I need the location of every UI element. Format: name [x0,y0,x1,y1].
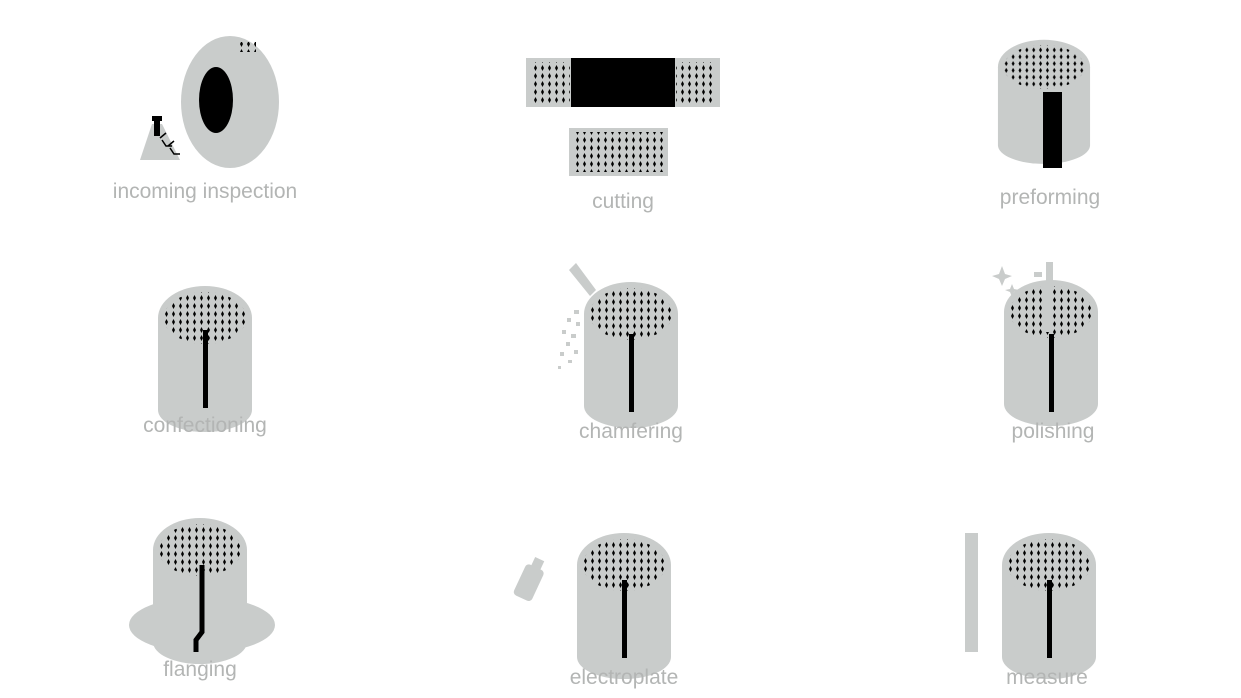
ruler-cylinder-icon [965,533,1096,679]
cylinder-icon [158,286,252,432]
step-electroplate: electroplate [513,533,679,689]
step-label: chamfering [579,420,683,443]
step-polishing: polishing [992,262,1098,443]
wheel-with-flask-icon [140,36,279,168]
cut-sheet-icon [526,58,720,176]
step-cutting: cutting [526,58,720,213]
step-flanging: flanging [129,518,275,681]
step-measure: measure [965,533,1096,689]
step-confectioning: confectioning [143,286,267,437]
step-label: preforming [1000,186,1100,209]
step-label: confectioning [143,414,267,437]
step-label: polishing [1012,420,1095,443]
bottle-cylinder-icon [513,533,671,679]
step-label: flanging [163,658,237,681]
flanged-cylinder-icon [129,518,275,664]
chamfer-tool-cylinder-icon [558,263,678,428]
step-label: measure [1006,666,1088,689]
step-label: cutting [592,190,654,213]
step-chamfering: chamfering [558,263,683,443]
step-preforming: preforming [997,39,1100,209]
polish-sparkle-cylinder-icon [992,262,1098,426]
preformed-cylinder-icon [997,39,1091,168]
step-label: electroplate [570,666,679,689]
step-incoming-inspection: incoming inspection [113,36,297,203]
step-label: incoming inspection [113,180,297,203]
